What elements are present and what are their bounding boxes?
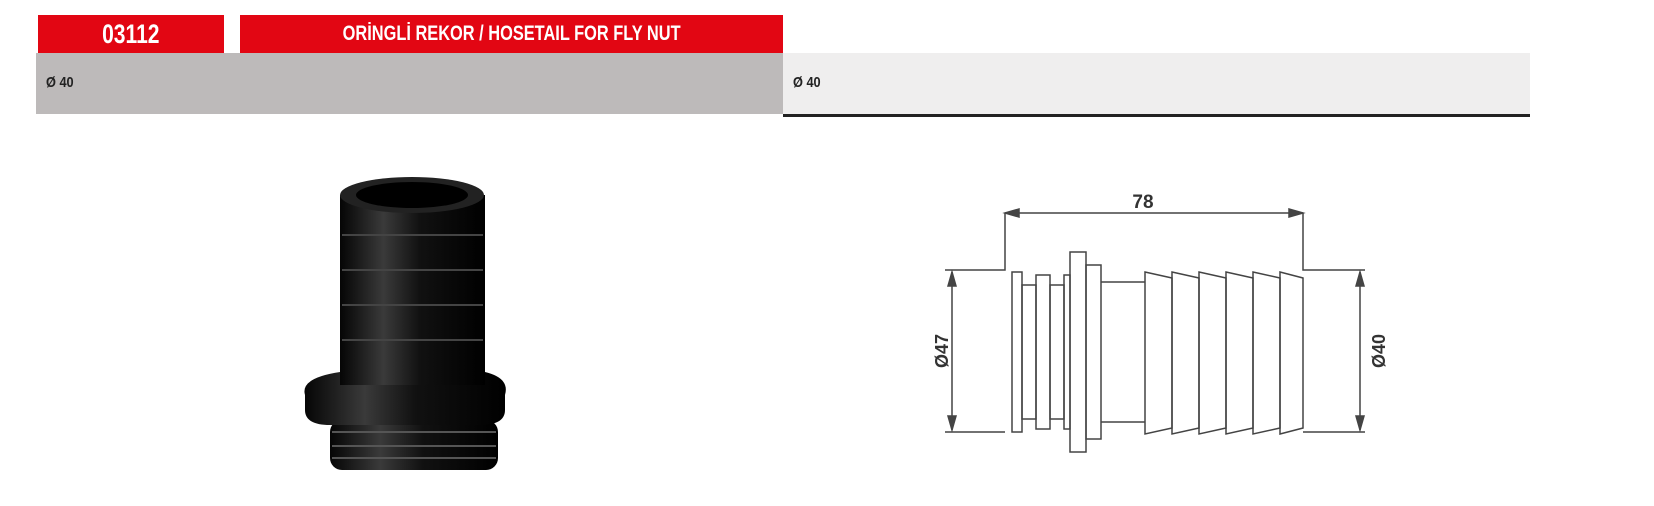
size-band-left: Ø 40 [36, 53, 783, 114]
size-label-right: Ø 40 [793, 74, 821, 91]
product-code-text: 03112 [102, 18, 160, 49]
technical-drawing [945, 208, 1365, 453]
size-label-left: Ø 40 [46, 74, 74, 91]
size-band-right: Ø 40 [783, 53, 1530, 117]
product-photo [304, 177, 506, 470]
length-dimension-label: 78 [1132, 192, 1153, 213]
product-title: ORİNGLİ REKOR / HOSETAIL FOR FLY NUT [240, 15, 783, 53]
product-code: 03112 [38, 15, 224, 53]
left-diameter-label: Ø47 [932, 334, 952, 368]
right-diameter-label: Ø40 [1369, 334, 1389, 368]
product-title-text: ORİNGLİ REKOR / HOSETAIL FOR FLY NUT [342, 22, 681, 45]
